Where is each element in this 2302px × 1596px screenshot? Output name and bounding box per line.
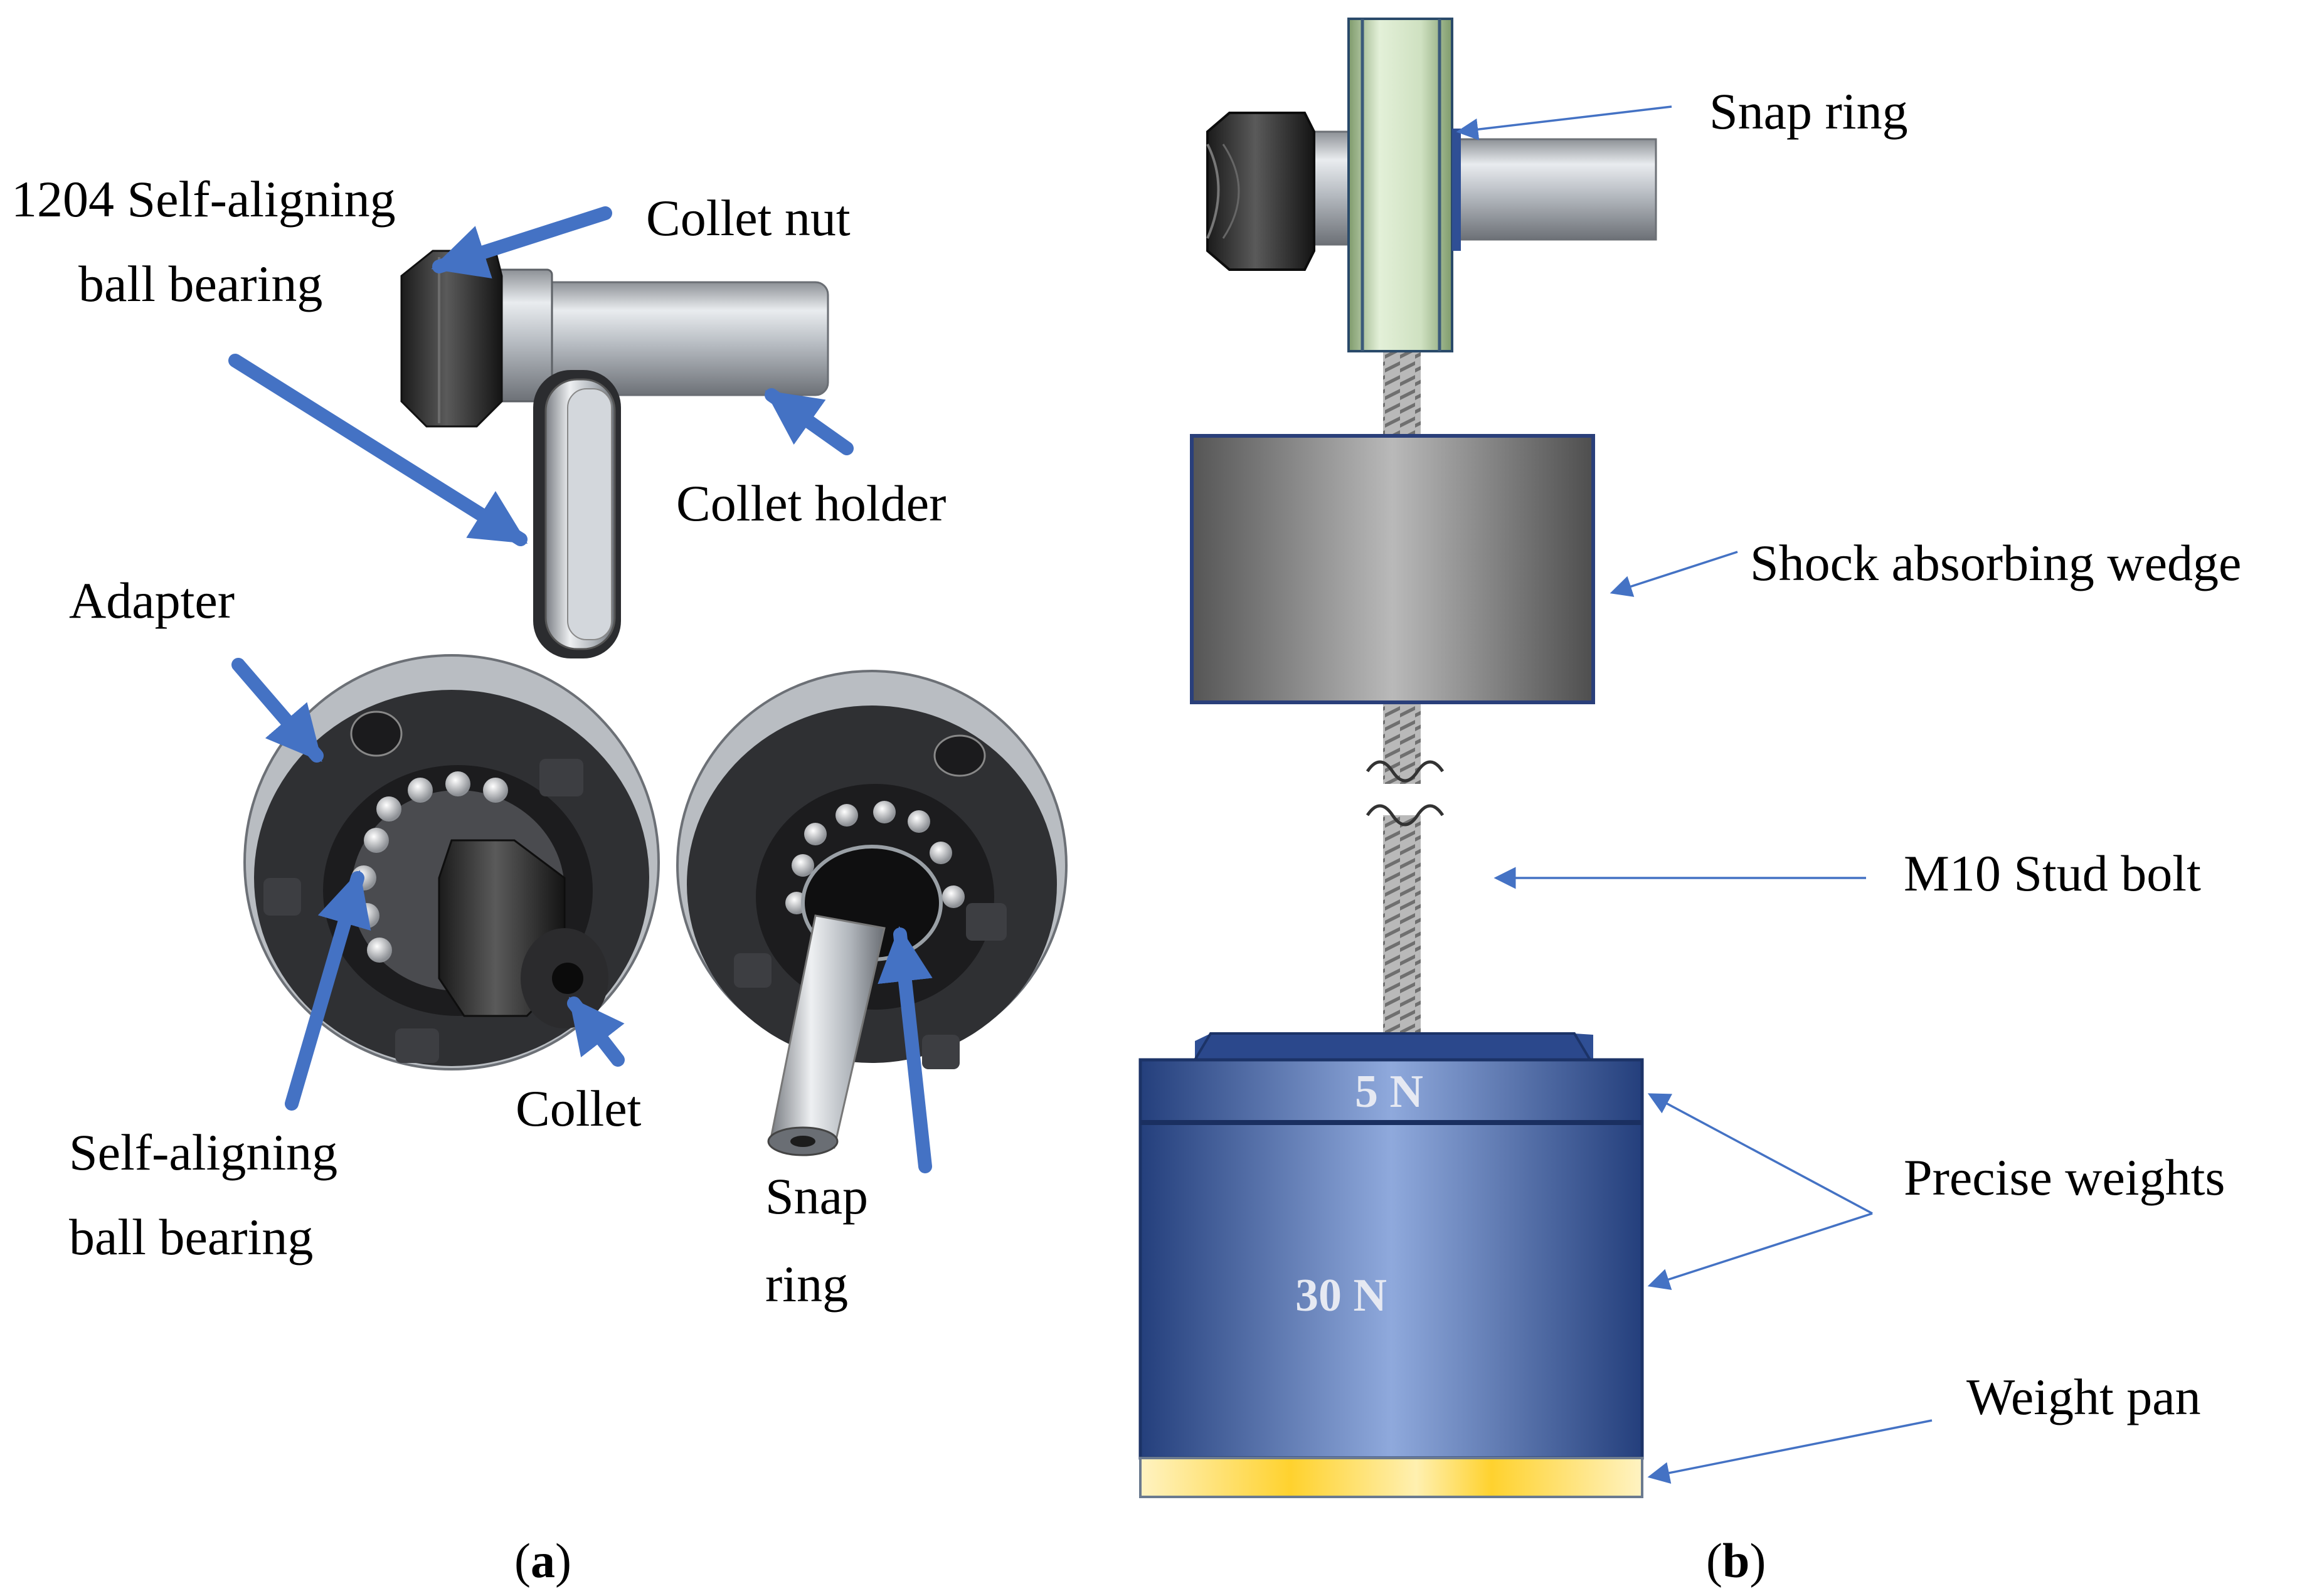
arrow-snap-ring-a xyxy=(878,926,933,1173)
label-precise-weights: Precise weights xyxy=(1904,1149,2225,1206)
break-mark-bottom xyxy=(1366,804,1445,827)
label-self-aligning-line2: ball bearing xyxy=(69,1208,313,1266)
label-collet: Collet xyxy=(516,1080,642,1137)
leader-weight-30n xyxy=(1647,1212,1873,1290)
weight-30n xyxy=(1138,1121,1644,1460)
label-self-aligning-line1: Self-aligning xyxy=(69,1124,337,1181)
shock-absorbing-wedge xyxy=(1190,434,1595,704)
collet-holder-assembly xyxy=(400,250,829,658)
arrow-1204-bearing xyxy=(228,354,528,546)
weight-5n-label: 5 N xyxy=(1355,1066,1423,1118)
label-adapter: Adapter xyxy=(69,572,235,629)
adapter-shaft-unit xyxy=(676,670,1068,1156)
bearing-green xyxy=(1347,18,1453,352)
shaft-right xyxy=(1454,138,1657,241)
arrow-collet xyxy=(567,996,625,1067)
caption-b: (b) xyxy=(1706,1533,1766,1588)
leader-weight-pan xyxy=(1647,1419,1933,1484)
leader-wedge xyxy=(1610,551,1738,597)
weight-pan xyxy=(1139,1457,1643,1498)
label-1204-line2: ball bearing xyxy=(78,255,322,312)
label-snap-line1: Snap xyxy=(765,1168,868,1225)
label-stud-bolt: M10 Stud bolt xyxy=(1904,845,2201,902)
label-1204-line1: 1204 Self-aligning xyxy=(11,171,396,228)
label-weight-pan: Weight pan xyxy=(1966,1368,2201,1425)
arrow-self-aligning xyxy=(285,870,371,1111)
caption-a: (a) xyxy=(514,1533,571,1588)
leader-snap-ring xyxy=(1456,105,1672,140)
bearing-1204-photo xyxy=(533,370,621,658)
adapter-collet-unit xyxy=(243,654,660,1070)
label-shock-wedge: Shock absorbing wedge xyxy=(1750,534,2241,591)
arrow-adapter xyxy=(231,658,324,763)
weight-30n-label: 30 N xyxy=(1295,1270,1387,1321)
panel-a: 1204 Self-aligning ball bearing Collet n… xyxy=(11,171,1068,1588)
break-mark-top xyxy=(1366,760,1445,783)
label-snap-line2: ring xyxy=(765,1255,848,1313)
panel-a-arrows xyxy=(228,206,933,1173)
arrow-collet-nut xyxy=(431,206,612,279)
panel-b: 5 N 30 N Snap ring Shock absorbing wedge… xyxy=(1138,18,2241,1588)
label-snap-ring-b: Snap ring xyxy=(1709,83,1908,140)
label-collet-holder: Collet holder xyxy=(676,475,946,532)
leader-weight-5n xyxy=(1647,1093,1873,1215)
panel-b-leaders xyxy=(1456,105,1933,1484)
label-collet-nut: Collet nut xyxy=(646,189,851,246)
collet-nut-hex xyxy=(1206,112,1315,271)
snap-ring-b xyxy=(1452,129,1461,251)
arrow-collet-holder xyxy=(765,388,854,455)
